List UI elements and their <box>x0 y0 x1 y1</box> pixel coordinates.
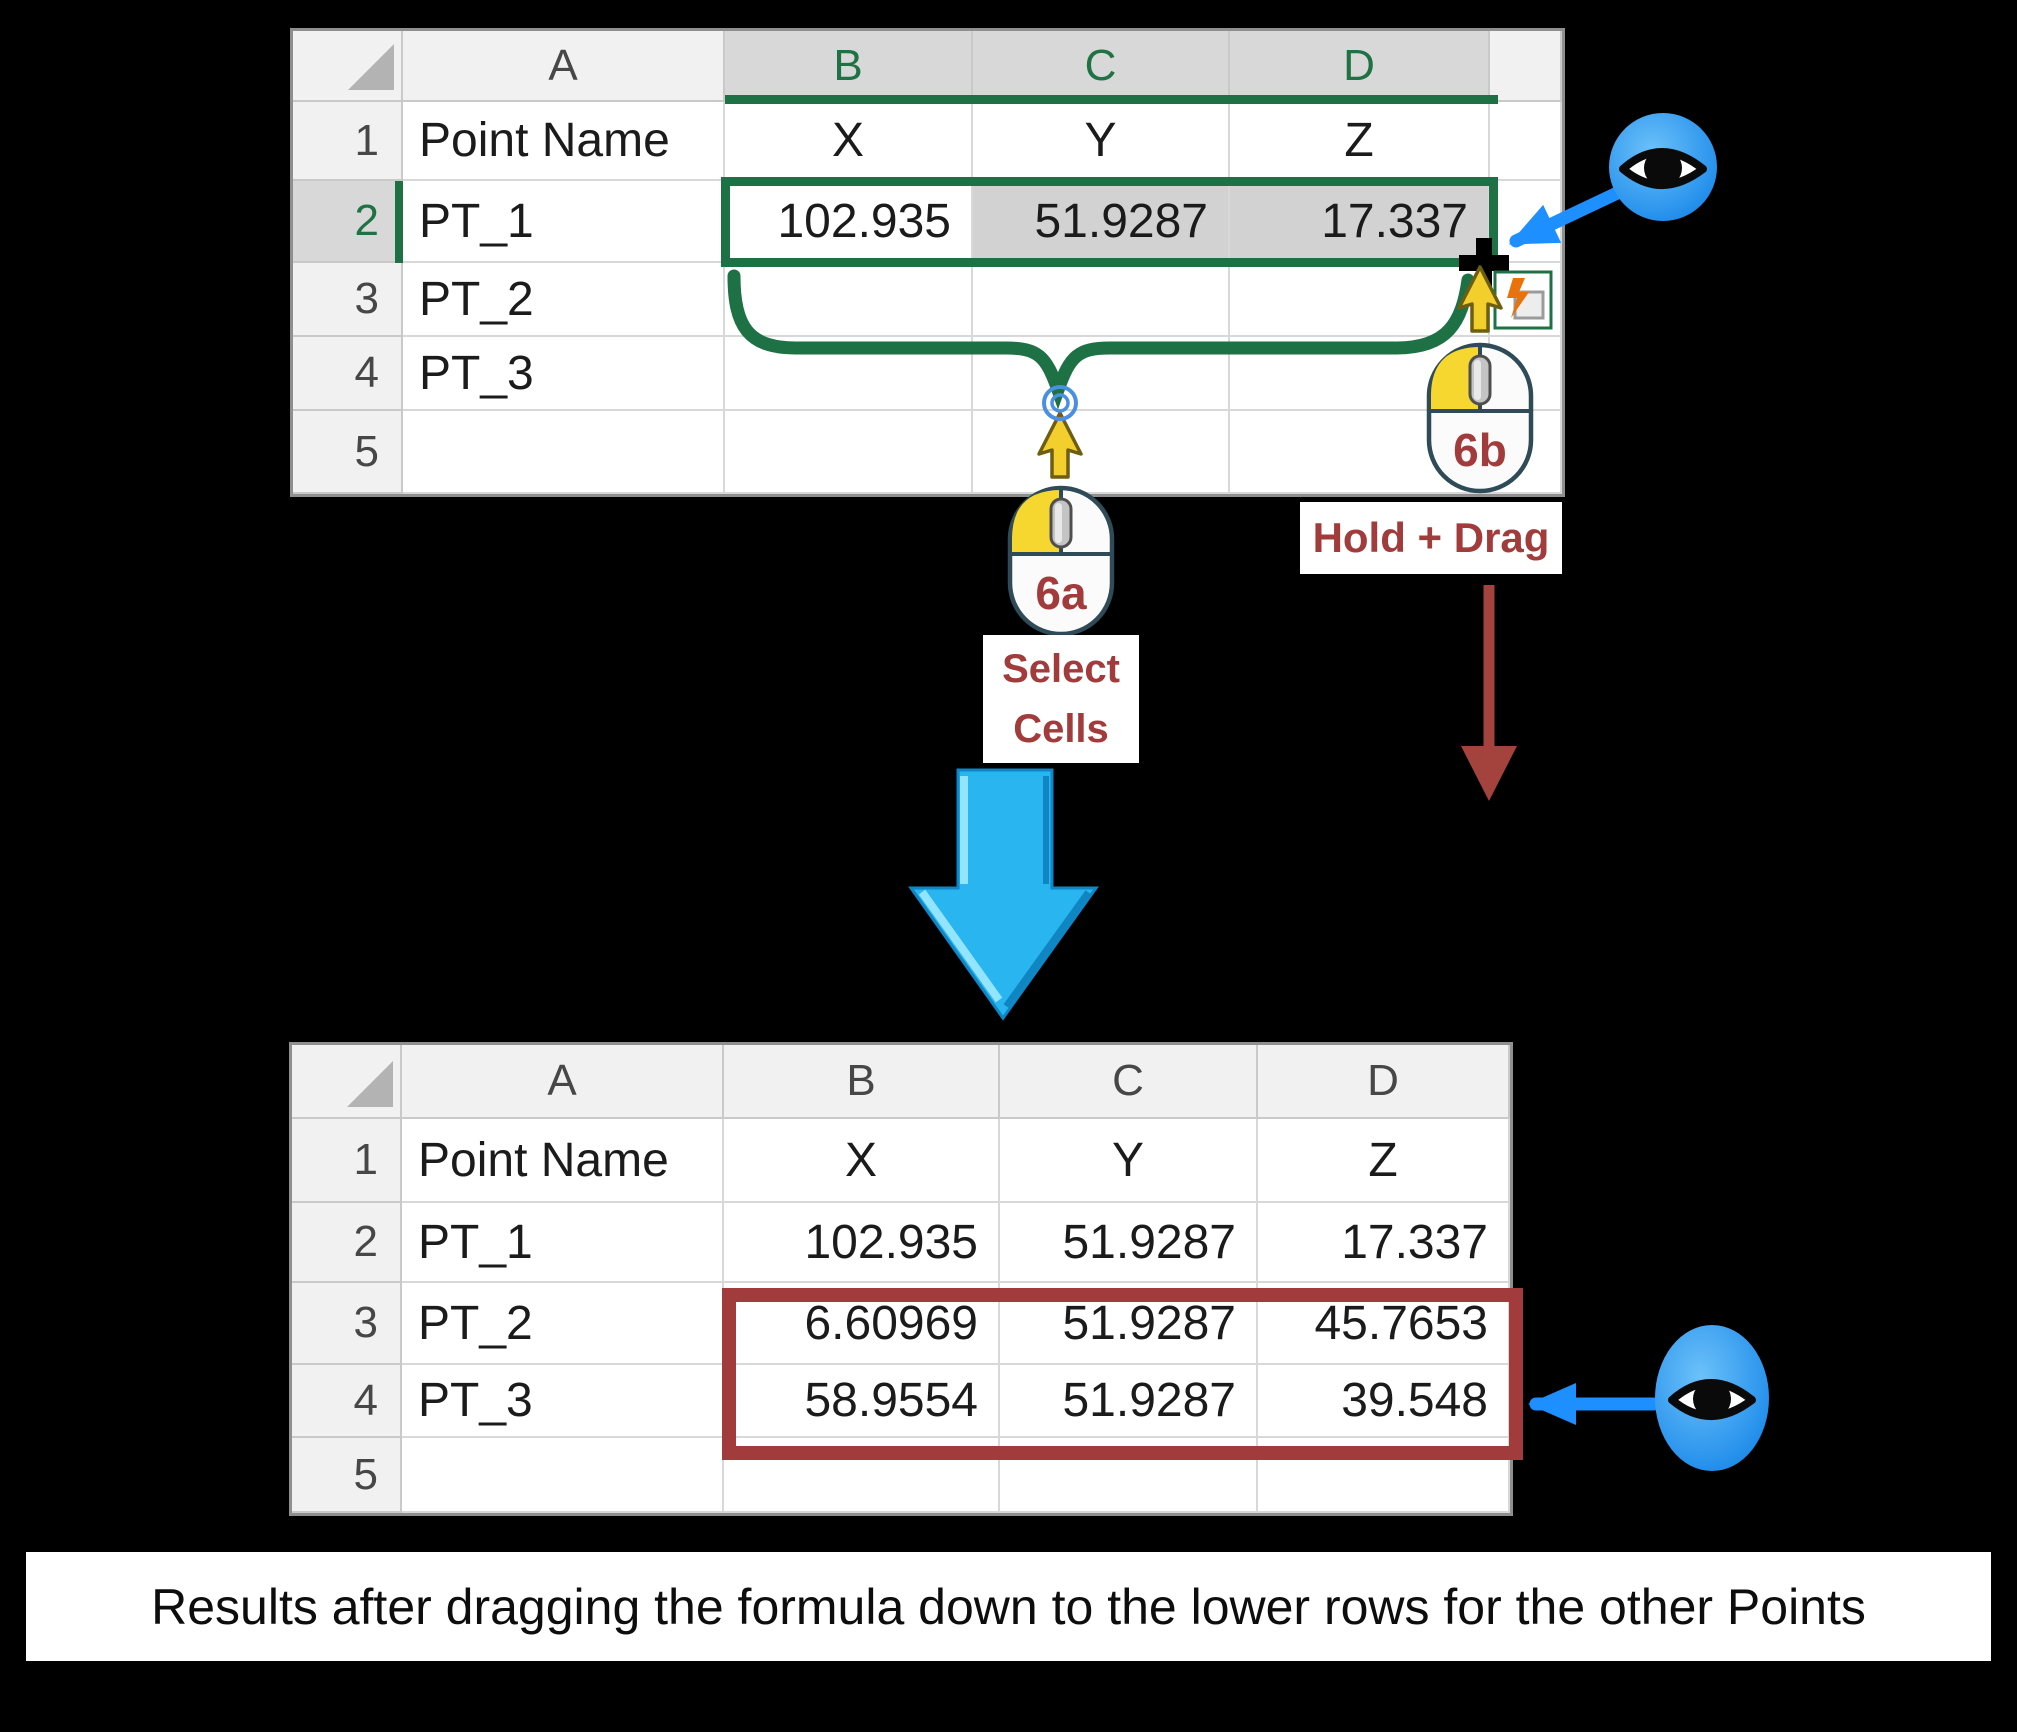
cell-C4[interactable]: 51.9287 <box>1000 1365 1258 1438</box>
cell-D4[interactable]: 39.548 <box>1258 1365 1510 1438</box>
cell-B3[interactable] <box>725 263 973 337</box>
cell-B2[interactable]: 102.935 <box>725 181 973 263</box>
cell-E4[interactable] <box>1490 337 1562 411</box>
row-header-2[interactable]: 2 <box>293 181 403 263</box>
cell-B4[interactable] <box>725 337 973 411</box>
col-header-partial[interactable] <box>1490 31 1562 102</box>
col-header-A[interactable]: A <box>402 1045 724 1119</box>
cell-A5[interactable] <box>403 411 725 494</box>
row-header-1[interactable]: 1 <box>292 1119 402 1203</box>
select-all-triangle <box>347 1061 393 1107</box>
cell-A5[interactable] <box>402 1438 724 1513</box>
cell-D2[interactable]: 17.337 <box>1230 181 1490 263</box>
cell-D3[interactable] <box>1230 263 1490 337</box>
cell-A1[interactable]: Point Name <box>403 102 725 181</box>
cell-C4[interactable] <box>973 337 1230 411</box>
col-header-D[interactable]: D <box>1230 31 1490 102</box>
cell-D4[interactable] <box>1230 337 1490 411</box>
cell-E3[interactable] <box>1490 263 1562 337</box>
cell-A2[interactable]: PT_1 <box>402 1203 724 1283</box>
row-header-4[interactable]: 4 <box>292 1365 402 1438</box>
row-header-5[interactable]: 5 <box>293 411 403 494</box>
selected-row-edge <box>395 181 403 263</box>
cell-C2[interactable]: 51.9287 <box>1000 1203 1258 1283</box>
select-cells-line2: Cells <box>1013 707 1109 751</box>
cell-D1[interactable]: Z <box>1230 102 1490 181</box>
step-label-6a: 6a <box>1035 567 1087 619</box>
caption-bar: Results after dragging the formula down … <box>26 1552 1991 1661</box>
row-header-2[interactable]: 2 <box>292 1203 402 1283</box>
cell-C3[interactable] <box>973 263 1230 337</box>
cell-E2[interactable] <box>1490 181 1562 263</box>
row-header-3[interactable]: 3 <box>292 1283 402 1365</box>
cell-C1[interactable]: Y <box>973 102 1230 181</box>
selection-border-b2-d2 <box>721 177 1498 267</box>
col-header-B[interactable]: B <box>725 31 973 102</box>
eye-icon <box>1655 1325 1769 1471</box>
cell-E1[interactable] <box>1490 102 1562 181</box>
select-cells-label: Select Cells <box>983 635 1139 763</box>
col-header-D[interactable]: D <box>1258 1045 1510 1119</box>
cell-B4[interactable]: 58.9554 <box>724 1365 1000 1438</box>
selected-columns-underline <box>725 95 1498 104</box>
hold-drag-label: Hold + Drag <box>1300 502 1562 574</box>
select-all-triangle <box>348 44 394 90</box>
select-all-corner[interactable] <box>293 31 403 102</box>
cell-C5[interactable] <box>973 411 1230 494</box>
row-header-1[interactable]: 1 <box>293 102 403 181</box>
red-down-arrow-icon <box>1461 585 1517 801</box>
row-header-3[interactable]: 3 <box>293 263 403 337</box>
big-down-arrow-icon <box>908 768 1099 1021</box>
cell-A4[interactable]: PT_3 <box>402 1365 724 1438</box>
cell-B2[interactable]: 102.935 <box>724 1203 1000 1283</box>
cell-A3[interactable]: PT_2 <box>402 1283 724 1365</box>
cell-D1[interactable]: Z <box>1258 1119 1510 1203</box>
select-cells-line1: Select <box>1002 647 1120 691</box>
row-header-5[interactable]: 5 <box>292 1438 402 1513</box>
cell-A4[interactable]: PT_3 <box>403 337 725 411</box>
col-header-C[interactable]: C <box>1000 1045 1258 1119</box>
caption-text: Results after dragging the formula down … <box>151 1578 1866 1635</box>
cell-B1[interactable]: X <box>725 102 973 181</box>
step-label-6b: 6b <box>1453 424 1507 476</box>
select-all-corner[interactable] <box>292 1045 402 1119</box>
cell-A3[interactable]: PT_2 <box>403 263 725 337</box>
col-header-B[interactable]: B <box>724 1045 1000 1119</box>
cell-B1[interactable]: X <box>724 1119 1000 1203</box>
eye-icon <box>1609 113 1717 221</box>
cell-A2[interactable]: PT_1 <box>403 181 725 263</box>
cell-C1[interactable]: Y <box>1000 1119 1258 1203</box>
cell-B5[interactable] <box>725 411 973 494</box>
result-highlight-box-b3-d4 <box>722 1288 1523 1460</box>
cell-A1[interactable]: Point Name <box>402 1119 724 1203</box>
row-header-4[interactable]: 4 <box>293 337 403 411</box>
col-header-C[interactable]: C <box>973 31 1230 102</box>
cell-D2[interactable]: 17.337 <box>1258 1203 1510 1283</box>
col-header-A[interactable]: A <box>403 31 725 102</box>
